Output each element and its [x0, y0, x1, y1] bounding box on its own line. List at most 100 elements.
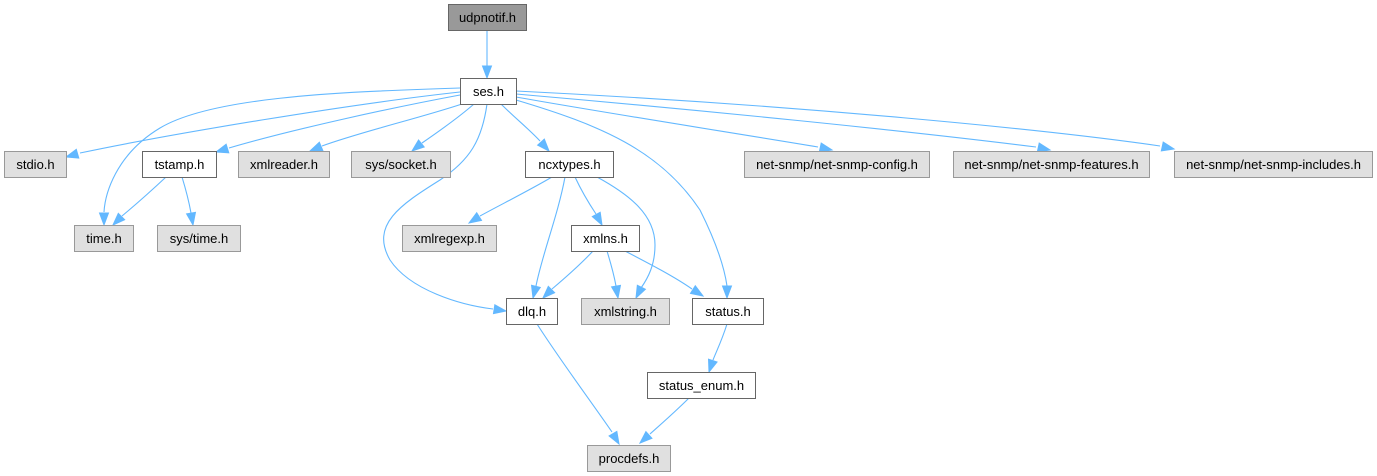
edge-udpnotif-to-ses [481, 30, 493, 80]
node-dlq[interactable]: dlq.h [506, 298, 558, 325]
edge-tstamp-to-systime [181, 176, 197, 227]
arrowhead-icon [638, 430, 653, 444]
edge-ses-to-stdio [64, 91, 461, 159]
node-label: time.h [86, 231, 121, 246]
node-label: udpnotif.h [459, 10, 516, 25]
edge-line [551, 250, 594, 290]
node-ses[interactable]: ses.h [460, 78, 517, 105]
node-box [142, 151, 217, 178]
node-box [74, 225, 134, 252]
node-systime: sys/time.h [157, 225, 241, 252]
node-xmlstring: xmlstring.h [581, 298, 670, 325]
node-stdio: stdio.h [4, 151, 67, 178]
node-label: xmlns.h [583, 231, 628, 246]
edge-ses-to-status [515, 99, 733, 300]
node-box [744, 151, 930, 178]
edge-statusenum-to-procdefs [638, 397, 690, 444]
arrowhead-icon [308, 141, 324, 152]
nodes-layer: udpnotif.h ses.h stdio.h tstamp.h xmlreader.… [4, 4, 1373, 472]
node-box [157, 225, 241, 252]
node-label: net-snmp/net-snmp-config.h [756, 157, 918, 172]
node-label: sys/socket.h [365, 157, 437, 172]
node-statusenum[interactable]: status_enum.h [647, 372, 756, 399]
arrowhead-icon [64, 148, 80, 159]
node-box [647, 372, 756, 399]
node-label: status_enum.h [659, 378, 744, 393]
node-snmpconfig: net-snmp/net-snmp-config.h [744, 151, 930, 178]
arrowhead-icon [111, 212, 126, 227]
node-time: time.h [74, 225, 134, 252]
edge-ses-to-dlq [383, 103, 508, 315]
edge-line [515, 90, 1161, 147]
node-label: xmlregexp.h [414, 231, 485, 246]
edge-xmlns-to-dlq [541, 250, 594, 300]
edge-ncxtypes-to-xmlns [574, 176, 603, 227]
arrowhead-icon [530, 284, 542, 300]
edge-line [321, 103, 463, 147]
edge-tstamp-to-time [111, 176, 167, 227]
arrowhead-icon [481, 65, 493, 80]
node-label: net-snmp/net-snmp-features.h [964, 157, 1138, 172]
edge-xmlns-to-status [624, 250, 705, 297]
node-box [506, 298, 558, 325]
arrowhead-icon [591, 211, 603, 227]
node-box [587, 445, 671, 472]
node-box [953, 151, 1150, 178]
node-xmlns[interactable]: xmlns.h [571, 225, 640, 252]
node-box [525, 151, 614, 178]
node-label: dlq.h [518, 304, 546, 319]
edge-status-to-statusenum [707, 323, 728, 374]
node-label: procdefs.h [599, 451, 660, 466]
node-box [238, 151, 330, 178]
node-box [351, 151, 451, 178]
arrowhead-icon [410, 139, 426, 152]
edge-line [479, 176, 553, 217]
node-procdefs: procdefs.h [587, 445, 671, 472]
node-label: tstamp.h [155, 157, 205, 172]
arrowhead-icon [635, 284, 647, 300]
edge-line [535, 176, 566, 287]
edge-ncxtypes-to-xmlstring [596, 176, 656, 300]
arrowhead-icon [98, 212, 110, 227]
edge-line [181, 176, 192, 214]
edge-ncxtypes-to-xmlregexp [467, 176, 553, 224]
node-box [4, 151, 67, 178]
edge-ses-to-syssocket [410, 103, 475, 152]
node-xmlreader: xmlreader.h [238, 151, 330, 178]
edge-ses-to-snmpincludes [515, 90, 1176, 152]
edges-layer [64, 30, 1176, 446]
edge-line [421, 103, 475, 144]
edge-line [515, 99, 728, 287]
arrowhead-icon [818, 142, 834, 153]
edge-line [574, 176, 597, 215]
edge-ses-to-tstamp [214, 94, 461, 154]
node-label: ses.h [473, 84, 504, 99]
edge-line [624, 250, 693, 290]
edge-ses-to-time [98, 87, 461, 227]
edge-ses-to-snmpfeatures [515, 93, 1052, 153]
node-status[interactable]: status.h [692, 298, 764, 325]
arrowhead-icon [721, 285, 733, 300]
node-label: status.h [705, 304, 751, 319]
arrowhead-icon [1036, 142, 1052, 153]
arrowhead-icon [541, 285, 556, 300]
node-tstamp[interactable]: tstamp.h [142, 151, 217, 178]
node-box [1174, 151, 1373, 178]
edge-dlq-to-procdefs [536, 323, 620, 446]
node-box [460, 78, 517, 105]
arrowhead-icon [185, 211, 197, 227]
edge-line [103, 87, 461, 213]
node-label: stdio.h [16, 157, 54, 172]
node-snmpincludes: net-snmp/net-snmp-includes.h [1174, 151, 1373, 178]
edge-line [712, 323, 728, 361]
node-ncxtypes[interactable]: ncxtypes.h [525, 151, 614, 178]
node-snmpfeatures: net-snmp/net-snmp-features.h [953, 151, 1150, 178]
edge-line [515, 93, 1037, 148]
node-box [581, 298, 670, 325]
node-box [571, 225, 640, 252]
node-label: xmlstring.h [594, 304, 657, 319]
arrowhead-icon [707, 358, 718, 374]
node-label: net-snmp/net-snmp-includes.h [1186, 157, 1361, 172]
arrowhead-icon [214, 143, 230, 154]
